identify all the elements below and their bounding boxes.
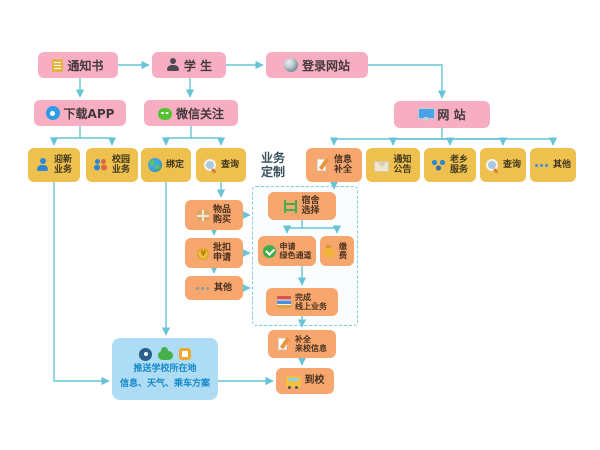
- ellipsis-icon: [535, 158, 549, 172]
- wechat-icon: [157, 107, 172, 120]
- person-icon: [166, 58, 180, 72]
- node-other-custom: 其他: [185, 276, 243, 300]
- login-website-label: 登录网站: [301, 58, 350, 73]
- app-icon: [45, 106, 60, 120]
- push-info-icons: [139, 347, 191, 361]
- node-notification-letter: 通知书: [38, 52, 118, 78]
- node-student: 学 生: [152, 52, 226, 78]
- campus-people-icon: [94, 158, 108, 172]
- welcome-person-icon: [36, 158, 50, 172]
- batch-apply-label: 批扣 申请: [212, 242, 231, 263]
- bind-label: 绑定: [165, 159, 184, 170]
- node-hometown-service: 老乡 服务: [424, 148, 476, 182]
- node-green-channel: 申请 绿色通道: [258, 236, 316, 266]
- node-complete-online: 完成 线上业务: [266, 288, 338, 316]
- weather-cloud-icon: [158, 347, 173, 361]
- node-complete-arrival-info: 补全 来校信息: [268, 330, 336, 358]
- search-icon: [485, 158, 499, 172]
- item-purchase-label: 物品 购买: [212, 204, 231, 225]
- node-campus-services: 校园 业务: [86, 148, 138, 182]
- bunkbed-icon: [284, 199, 298, 213]
- vehicle-icon: [179, 348, 191, 361]
- globe-icon: [283, 58, 298, 72]
- push-info-box: 推送学校所在地 信息、天气、乘车方案: [112, 338, 218, 400]
- green-channel-icon: [262, 244, 276, 258]
- monitor-icon: [418, 108, 436, 121]
- books-icon: [277, 296, 291, 308]
- node-login-website: 登录网站: [266, 52, 368, 78]
- envelope-icon: [374, 160, 390, 172]
- node-dorm-select: 宿舍 选择: [268, 192, 336, 220]
- notification-label: 通知书: [67, 58, 104, 73]
- location-icon: [139, 347, 152, 361]
- push-info-line2: 信息、天气、乘车方案: [119, 378, 210, 389]
- notice-announcement-label: 通知 公告: [393, 154, 412, 175]
- other-custom-label: 其他: [213, 282, 232, 293]
- complete-arrival-info-label: 补全 来校信息: [295, 334, 327, 353]
- arrive-school-label: 到校: [304, 375, 325, 387]
- query-wechat-label: 查询: [220, 159, 239, 170]
- node-wechat-follow: 微信关注: [144, 100, 238, 126]
- node-download-app: 下载APP: [34, 100, 126, 126]
- complete-online-label: 完成 线上业务: [295, 292, 327, 311]
- dorm-select-label: 宿舍 选择: [301, 195, 320, 216]
- document-icon: [52, 58, 64, 72]
- green-channel-label: 申请 绿色通道: [279, 241, 312, 260]
- node-pay: 缴费: [320, 236, 354, 266]
- node-website: 网 站: [394, 101, 490, 128]
- push-info-line1: 推送学校所在地: [133, 363, 197, 374]
- people-icon: [432, 158, 446, 172]
- pencil-icon: [277, 337, 291, 351]
- school-bus-icon: [285, 376, 301, 389]
- business-custom-label: 业务 定制: [260, 150, 285, 179]
- welcome-services-label: 迎新 业务: [53, 154, 72, 175]
- earth-icon: [147, 158, 162, 172]
- other-web-label: 其他: [552, 159, 571, 170]
- search-icon: [203, 158, 217, 172]
- campus-services-label: 校园 业务: [111, 154, 130, 175]
- node-bind: 绑定: [141, 148, 191, 182]
- info-complete-label: 信息 补全: [333, 154, 352, 175]
- node-info-complete: 信息 补全: [306, 148, 362, 182]
- pencil-icon: [316, 158, 330, 172]
- node-other-web: 其他: [530, 148, 576, 182]
- download-app-label: 下载APP: [63, 106, 115, 121]
- website-label: 网 站: [437, 108, 466, 122]
- node-welcome-services: 迎新 业务: [28, 148, 80, 182]
- pay-label: 缴费: [339, 241, 347, 260]
- node-batch-apply: 批扣 申请: [185, 238, 243, 268]
- ellipsis-icon: [196, 281, 210, 295]
- hometown-service-label: 老乡 服务: [449, 154, 468, 175]
- coin-icon: [196, 247, 209, 260]
- node-arrive-school: 到校: [276, 368, 334, 394]
- node-query-web: 查询: [480, 148, 526, 182]
- student-label: 学 生: [183, 58, 213, 73]
- moneybag-icon: [322, 244, 335, 258]
- node-item-purchase: 物品 购买: [185, 200, 243, 230]
- node-notice-announcement: 通知 公告: [366, 148, 420, 182]
- package-icon: [196, 210, 209, 221]
- node-query-wechat: 查询: [196, 148, 246, 182]
- business-custom-title: 业务 定制: [250, 148, 296, 182]
- query-web-label: 查询: [502, 159, 521, 170]
- wechat-follow-label: 微信关注: [175, 106, 224, 121]
